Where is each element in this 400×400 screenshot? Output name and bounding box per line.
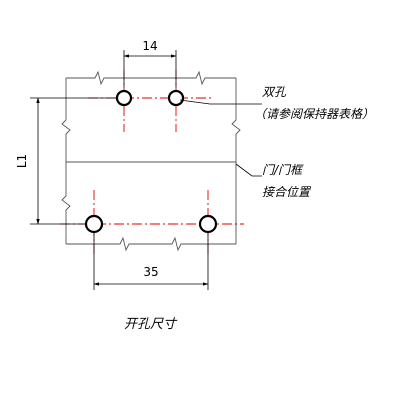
callout-double-hole-line1: 双孔: [262, 85, 287, 99]
dimension-top: 14: [123, 39, 177, 88]
hole-bottom-right: [198, 214, 218, 234]
dimension-left: L1: [15, 97, 116, 225]
callout-door-frame: 门/门框 接合位置: [235, 163, 312, 199]
plate-outline: [61, 70, 241, 252]
dimension-label-top: 14: [142, 39, 157, 53]
drawing-caption: 开孔尺寸: [124, 317, 178, 332]
callout-door-frame-line2: 接合位置: [262, 185, 312, 199]
dimension-label-left: L1: [15, 154, 29, 168]
right-break-line: [231, 78, 241, 244]
dimension-label-bottom: 35: [143, 265, 158, 279]
hole-top-right: [167, 89, 185, 107]
hole-top-left: [115, 89, 133, 107]
left-break-line: [61, 78, 71, 244]
dimension-bottom: 35: [93, 232, 209, 290]
bottom-break-line: [66, 236, 236, 252]
top-break-line: [66, 70, 236, 86]
leader-line-double-hole: [179, 99, 262, 105]
leader-line-door-frame: [235, 163, 262, 177]
callout-double-hole: 双孔 （请参阅保持器表格）: [179, 85, 374, 121]
callout-double-hole-line2: （请参阅保持器表格）: [254, 107, 374, 121]
holes: [84, 89, 218, 234]
hole-bottom-left: [84, 214, 104, 234]
callout-door-frame-line1: 门/门框: [262, 163, 304, 177]
